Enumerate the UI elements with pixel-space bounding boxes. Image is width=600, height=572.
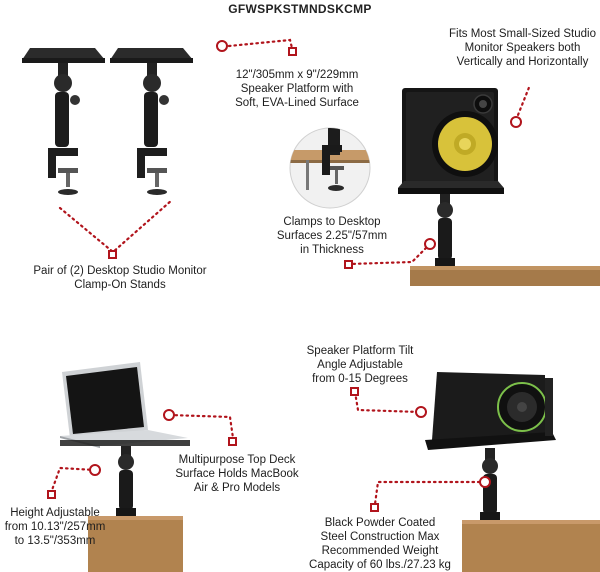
steel-ring-marker	[479, 476, 491, 488]
clamp-detail-image	[289, 127, 371, 209]
topdeck-ring-marker	[163, 409, 175, 421]
product-code: GFWSPKSTMNDSKCMP	[228, 2, 372, 16]
height-square-marker	[47, 490, 56, 499]
tilt-ring-marker	[415, 406, 427, 418]
steel-square-marker	[370, 503, 379, 512]
stand-left	[22, 48, 105, 195]
speaker-mounted-image	[398, 88, 600, 286]
pair-square-marker	[108, 250, 117, 259]
clamps-ring-marker	[424, 238, 436, 250]
tilt-square-marker	[350, 387, 359, 396]
clamps-caption: Clamps to Desktop Surfaces 2.25"/57mm in…	[276, 216, 388, 256]
tilt-caption: Speaker Platform Tilt Angle Adjustable f…	[306, 345, 414, 385]
steel-caption: Black Powder Coated Steel Construction M…	[309, 517, 451, 571]
topdeck-square-marker	[228, 437, 237, 446]
platform-square-marker	[288, 47, 297, 56]
platform-ring-marker	[216, 40, 228, 52]
height-ring-marker	[89, 464, 101, 476]
laptop-mounted-image	[60, 362, 190, 572]
height-caption: Height Adjustable from 10.13"/257mm to 1…	[4, 507, 106, 547]
fits-caption: Fits Most Small-Sized Studio Monitor Spe…	[449, 28, 596, 68]
fits-ring-marker	[510, 116, 522, 128]
topdeck-caption: Multipurpose Top Deck Surface Holds MacB…	[175, 454, 299, 494]
clamps-square-marker	[344, 260, 353, 269]
pair-caption: Pair of (2) Desktop Studio Monitor Clamp…	[33, 265, 207, 291]
two-clamp-stands-image	[22, 48, 193, 195]
connector-lines	[50, 38, 532, 506]
platform-caption: 12"/305mm x 9"/229mm Speaker Platform wi…	[235, 69, 359, 109]
stand-right	[110, 48, 193, 195]
